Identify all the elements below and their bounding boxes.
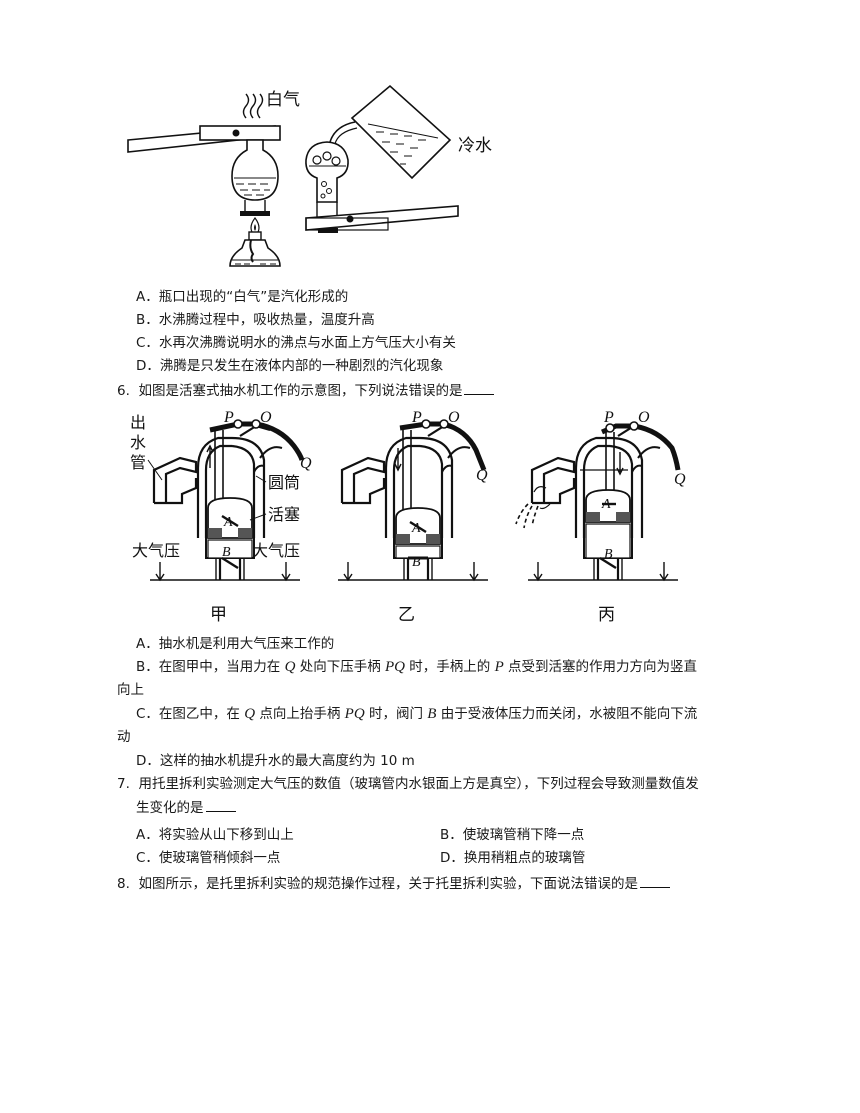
pump2-letter-p: P [411,409,422,426]
q6-option-b-continued: 向上 [117,682,144,698]
outlet-label-3: 管 [130,453,146,472]
q5-option-b: B．水沸腾过程中，吸收热量，温度升高 [136,310,375,330]
q8-number: 8. [117,876,130,892]
boiling-experiment-figure: 白气 [127,84,492,267]
q6-b-text-1: B．在图甲中，当用力在 [136,659,285,675]
q6-option-c-continued: 动 [117,729,131,745]
outlet-label-1: 出 [130,413,146,432]
q6-b-var-p: P [494,659,504,675]
pump2-letter-q: Q [476,467,488,484]
q7-number: 7. [117,776,130,792]
caption-jia: 甲 [210,605,227,625]
q6-c-var-q: Q [244,706,256,722]
q6-option-a: A．抽水机是利用大气压来工作的 [136,636,335,652]
pump1-letter-o: O [260,409,272,426]
atm-label-right: 大气压 [252,541,300,560]
atm-label-left: 大气压 [132,541,180,560]
q7-option-a: A．将实验从山下移到山上 [136,827,294,843]
pump1-letter-p: P [223,409,234,426]
q5-option-a: A．瓶口出现的“白气”是汽化形成的 [136,287,348,307]
q5-option-a-letter: A． [136,289,159,305]
piston-label: 活塞 [268,505,300,524]
q5-option-b-text: 水沸腾过程中，吸收热量，温度升高 [158,312,375,328]
q5-option-b-letter: B． [136,312,159,328]
q6-option-d: D．这样的抽水机提升水的最大高度约为 10 m [136,753,415,769]
q6-c-text-2: 点向上抬手柄 [255,706,345,722]
steam-label: 白气 [266,90,300,110]
q7-stem-continued: 生变化的是 [136,798,236,818]
q7-stem: 7. 用托里拆利实验测定大气压的数值（玻璃管内水银面上方是真空），下列过程会导致… [117,774,699,794]
q7-option-d: D．换用稍粗点的玻璃管 [440,850,586,866]
q6-b-var-q: Q [284,659,296,675]
q6-b-var-pq: PQ [385,659,405,675]
q6-stem-text: 如图是活塞式抽水机工作的示意图，下列说法错误的是 [138,383,463,399]
q6-c-text-3: 时，阀门 [364,706,428,722]
q7-option-c: C．使玻璃管稍倾斜一点 [136,850,281,866]
pump1-letter-q: Q [300,455,312,472]
q7-stem-line2: 生变化的是 [136,800,204,816]
pump1-letter-b: B [222,545,231,560]
q7-option-b: B．使玻璃管稍下降一点 [440,827,585,843]
pump3-letter-a: A [601,497,611,512]
q5-option-d-letter: D． [136,358,160,374]
pump3-letter-q: Q [674,471,686,488]
q7-stem-line1: 用托里拆利实验测定大气压的数值（玻璃管内水银面上方是真空），下列过程会导致测量数… [138,776,699,792]
pump2-letter-o: O [448,409,460,426]
q5-option-c-letter: C． [136,335,159,351]
q6-c-text-4: 由于受液体压力而关闭，水被阻不能向下流 [436,706,698,722]
cylinder-label: 圆筒 [268,473,300,492]
caption-yi: 乙 [398,605,415,625]
pump3-letter-o: O [638,409,650,426]
q6-answer-blank [464,381,495,395]
q5-option-c: C．水再次沸腾说明水的沸点与水面上方气压大小有关 [136,333,456,353]
pump3-letter-p: P [603,409,614,426]
q6-c-var-b: B [427,706,437,722]
q5-option-d: D．沸腾是只发生在液体内部的一种剧烈的汽化现象 [136,356,443,376]
q5-option-a-text: 瓶口出现的“白气”是汽化形成的 [158,289,349,305]
q6-stem: 6. 如图是活塞式抽水机工作的示意图，下列说法错误的是 [117,381,495,401]
pump2-letter-b: B [412,555,421,570]
q8-stem-text: 如图所示，是托里拆利实验的规范操作过程，关于托里拆利实验，下面说法错误的是 [138,876,638,892]
q6-c-text-1: C．在图乙中，在 [136,706,245,722]
piston-pump-figure: P O Q A B 出 水 管 圆筒 活塞 大气压 大气压 甲 [130,409,686,625]
q6-c-var-pq: PQ [344,706,365,722]
outlet-label-2: 水 [130,433,146,452]
pump1-letter-a: A [223,515,233,530]
q6-b-text-3: 时，手柄上的 [405,659,495,675]
q6-option-c: C．在图乙中，在 Q 点向上抬手柄 PQ 时，阀门 B 由于受液体压力而关闭，水… [136,704,697,724]
q6-b-text-2: 处向下压手柄 [295,659,385,675]
q8-stem: 8. 如图所示，是托里拆利实验的规范操作过程，关于托里拆利实验，下面说法错误的是 [117,874,670,894]
q6-b-text-4: 点受到活塞的作用力方向为竖直 [503,659,698,675]
q6-number: 6. [117,383,130,399]
q8-answer-blank [639,874,670,888]
q5-option-d-text: 沸腾是只发生在液体内部的一种剧烈的汽化现象 [159,358,444,374]
q7-answer-blank [205,798,236,812]
caption-bing: 丙 [598,605,615,625]
pump3-letter-b: B [604,547,613,562]
q5-option-c-text: 水再次沸腾说明水的沸点与水面上方气压大小有关 [158,335,456,351]
q6-option-b: B．在图甲中，当用力在 Q 处向下压手柄 PQ 时，手柄上的 P 点受到活塞的作… [136,657,697,677]
pump2-letter-a: A [411,521,421,536]
cold-water-label: 冷水 [458,136,492,156]
